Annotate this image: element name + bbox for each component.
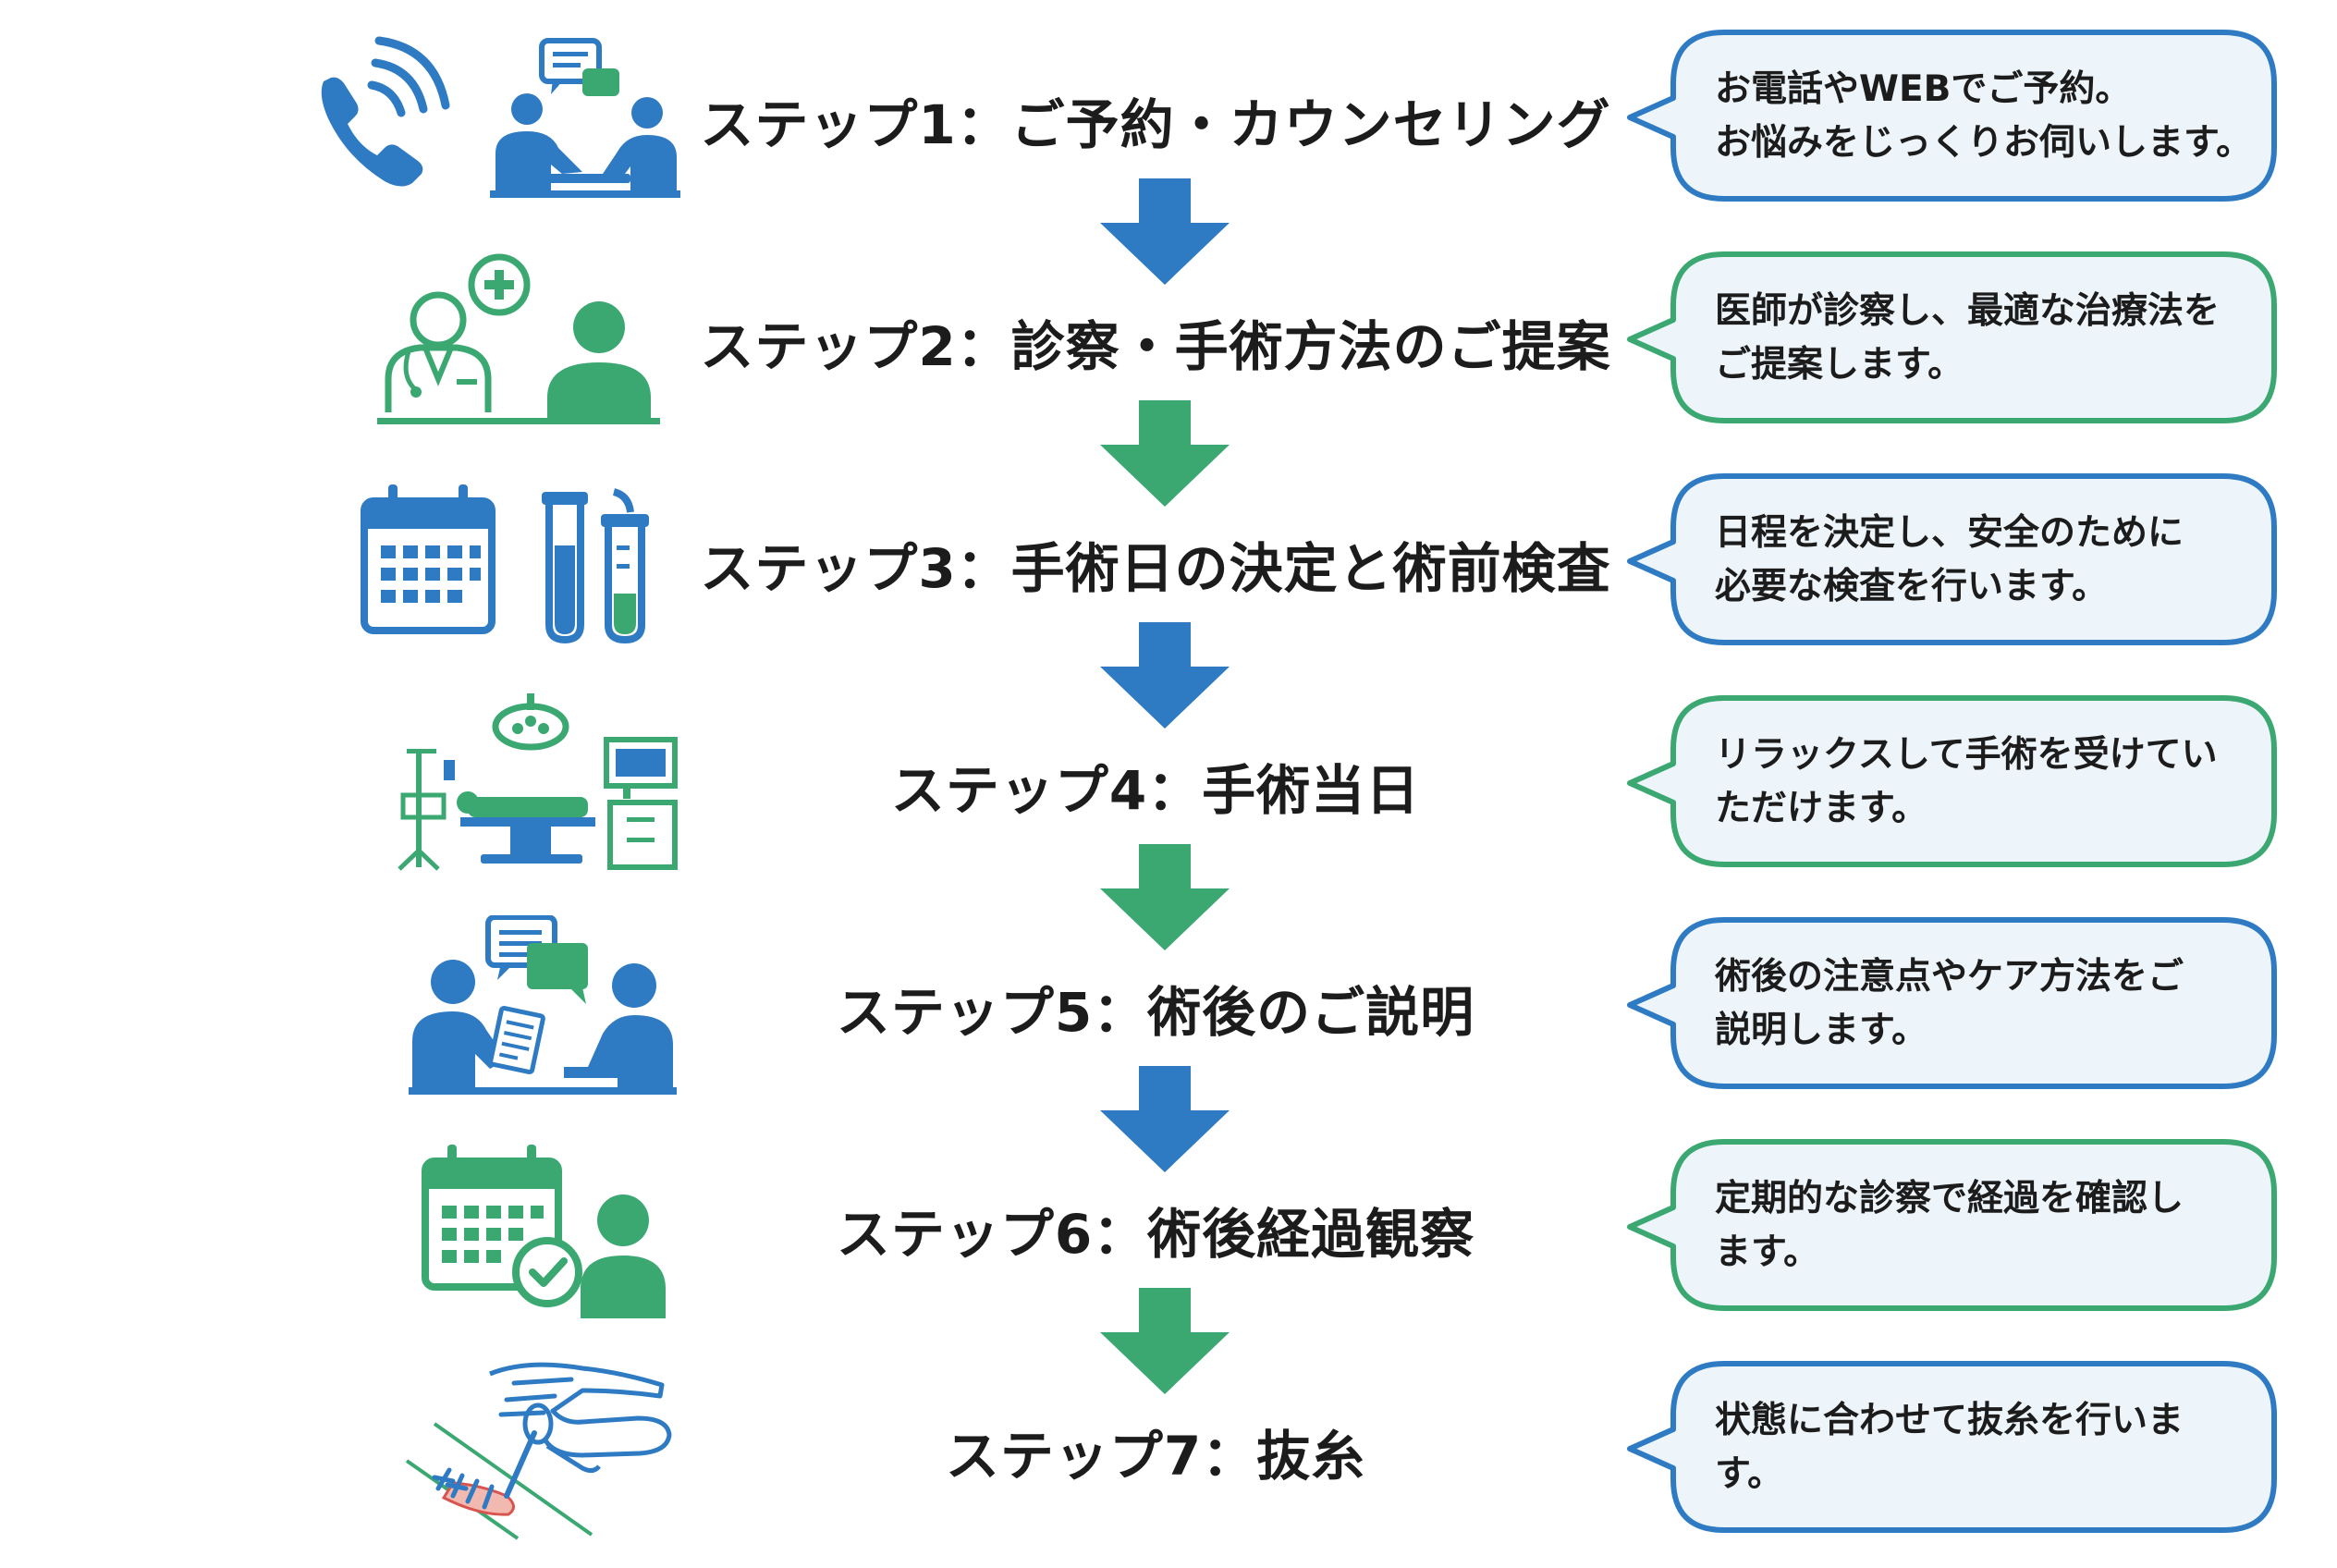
step-title: ステップ3：手術日の決定と術前検査	[700, 537, 1611, 600]
flow-arrow	[1100, 1066, 1230, 1172]
description-line: 状態に合わせて抜糸を行いま	[1715, 1400, 2184, 1441]
step-5: ステップ5：術後のご説明 術後の注意点やケア方法をご 説明します。	[0, 915, 2337, 1100]
step-title: ステップ7：抜糸	[945, 1425, 1366, 1488]
description-line: お電話やWEBでご予約。	[1715, 68, 2132, 110]
step-title: ステップ4：手術当日	[890, 759, 1421, 822]
description-line: 説明します。	[1715, 1010, 1928, 1051]
description-line: ただけます。	[1715, 788, 1928, 829]
description-line: 医師が診察し、最適な治療法を	[1715, 290, 2221, 332]
suture-removal-icon	[405, 1362, 672, 1540]
description-line: 定期的な診察で経過を確認し	[1715, 1178, 2184, 1219]
operating-room-icon	[398, 693, 678, 871]
description-line: す。	[1715, 1453, 1784, 1495]
flow-arrow	[1100, 1288, 1230, 1394]
description-line: 術後の注意点やケア方法をご	[1715, 956, 2184, 998]
description-bubble: 定期的な診察で経過を確認し ます。	[1622, 1137, 2288, 1322]
description-line: 日程を決定し、安全のために	[1715, 512, 2184, 554]
calendar-icon	[361, 484, 496, 634]
description-line: ます。	[1715, 1231, 1820, 1273]
test-tube-icon	[542, 488, 649, 644]
step-3: ステップ3：手術日の決定と術前検査 日程を決定し、安全のために 必要な検査を行い…	[0, 472, 2337, 656]
step-4: ステップ4：手術当日 リラックスして手術を受けてい ただけます。	[0, 693, 2337, 878]
calendar-check-icon	[422, 1145, 582, 1307]
phone-icon	[321, 36, 450, 187]
step-title: ステップ6：術後経過観察	[836, 1203, 1475, 1266]
description-line: 必要な検査を行います。	[1715, 566, 2109, 607]
flow-arrow	[1100, 178, 1230, 285]
description-bubble: 状態に合わせて抜糸を行いま す。	[1622, 1359, 2288, 1544]
step-title: ステップ5：術後のご説明	[836, 981, 1475, 1044]
explanation-icon	[409, 915, 677, 1095]
counseling-icon	[490, 38, 680, 198]
step-2: ステップ2：診察・手術方法のご提案 医師が診察し、最適な治療法を ご提案します。	[0, 250, 2337, 435]
description-bubble: 日程を決定し、安全のために 必要な検査を行います。	[1622, 472, 2288, 656]
flow-arrow	[1100, 622, 1230, 729]
step-title: ステップ1：ご予約・カウンセリング	[700, 93, 1611, 156]
description-bubble: 術後の注意点やケア方法をご 説明します。	[1622, 915, 2288, 1100]
doctor-icon	[385, 253, 531, 412]
flow-arrow	[1100, 400, 1230, 507]
description-line: ご提案します。	[1715, 344, 1964, 386]
step-6: ステップ6：術後経過観察 定期的な診察で経過を確認し ます。	[0, 1137, 2337, 1322]
description-line: リラックスして手術を受けてい	[1715, 734, 2218, 776]
description-bubble: リラックスして手術を受けてい ただけます。	[1622, 693, 2288, 878]
patient-icon	[581, 1194, 666, 1318]
patient-icon	[377, 301, 660, 424]
description-bubble: お電話やWEBでご予約。 お悩みをじっくりお伺いします。	[1622, 28, 2288, 213]
description-bubble: 医師が診察し、最適な治療法を ご提案します。	[1622, 250, 2288, 435]
flow-arrow	[1100, 844, 1230, 950]
step-1: ステップ1：ご予約・カウンセリング お電話やWEBでご予約。 お悩みをじっくりお…	[0, 28, 2337, 213]
step-7: ステップ7：抜糸 状態に合わせて抜糸を行いま す。	[0, 1359, 2337, 1544]
step-title: ステップ2：診察・手術方法のご提案	[700, 315, 1611, 378]
description-line: お悩みをじっくりお伺いします。	[1715, 122, 2253, 164]
